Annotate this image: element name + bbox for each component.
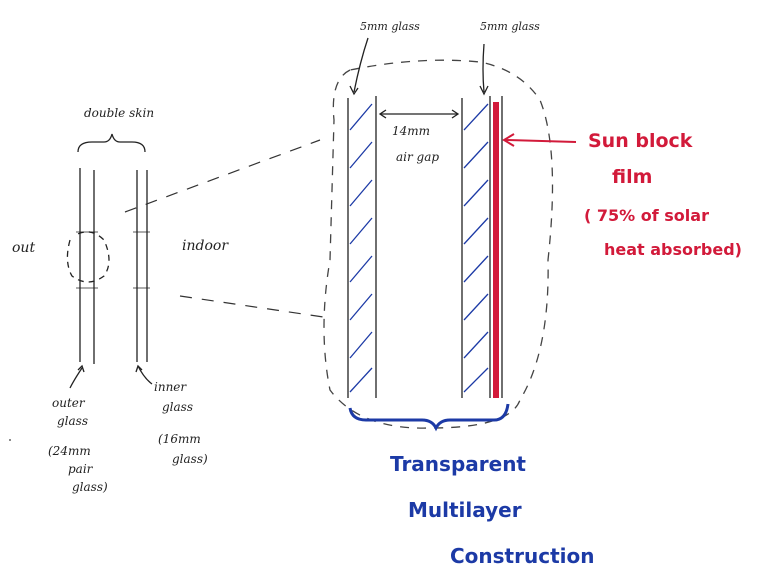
multilayer-detail <box>323 37 554 429</box>
outer-glass-label-3: (24mm <box>48 444 91 458</box>
outer-glass-arrow <box>69 367 83 389</box>
out-label: out <box>12 240 36 256</box>
film-pointer <box>505 139 577 143</box>
outer-glass-label-2: glass <box>57 414 88 428</box>
gap-label-2: air gap <box>396 150 440 164</box>
glass-pointer-right <box>482 43 485 93</box>
glass-label-right: 5mm glass <box>480 20 540 33</box>
sun-block-film <box>493 102 577 398</box>
outer-glass-label-4: pair <box>68 462 93 476</box>
film-label-1: Sun block <box>588 130 693 152</box>
indoor-label: indoor <box>182 238 229 254</box>
inner-glass-label-4: glass) <box>172 452 208 466</box>
film-label-3: ( 75% of solar <box>584 206 709 225</box>
construction-brace <box>348 403 510 432</box>
inner-glass-label-1: inner <box>154 380 187 394</box>
inner-glass-arrow <box>137 365 153 385</box>
film-label-4: heat absorbed) <box>604 240 742 259</box>
gap-label-1: 14mm <box>392 124 431 138</box>
construction-label-3: Construction <box>450 544 595 568</box>
inner-glass-label-2: glass <box>162 400 193 414</box>
detail-outline <box>323 59 554 429</box>
connector-lines <box>124 139 331 319</box>
outer-glass-label-1: outer <box>52 396 85 410</box>
outer-glass-label-5: glass) <box>72 480 108 494</box>
double-skin-sketch <box>66 133 153 389</box>
glass-pointer-left <box>353 37 369 93</box>
construction-label-1: Transparent <box>390 452 526 476</box>
detail-circle <box>66 231 110 283</box>
construction-label-2: Multilayer <box>408 498 522 522</box>
double-skin-brace <box>77 133 146 153</box>
glass-hatching <box>349 103 489 393</box>
double-skin-label: double skin <box>84 106 155 120</box>
inner-glass-label-3: (16mm <box>158 432 201 446</box>
film-label-2: film <box>612 166 653 188</box>
glass-label-left: 5mm glass <box>360 20 420 33</box>
